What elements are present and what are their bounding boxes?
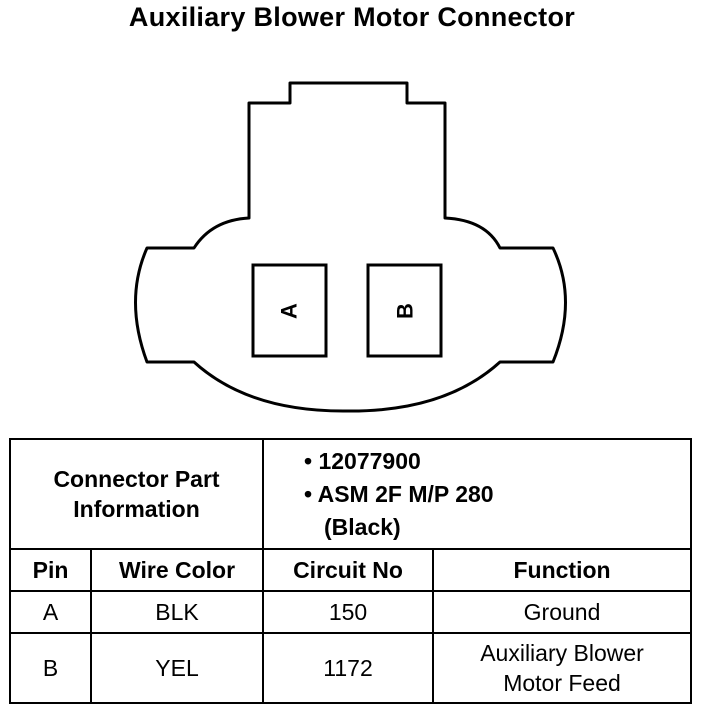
header-circuit-no: Circuit No [262,548,435,592]
connector-outline [134,81,567,413]
connector-face-diagram: A B [134,81,567,413]
header-pin: Pin [9,548,92,592]
cell-wire-color: BLK [89,590,265,634]
part-info-row: Connector Part Information • 12077900 • … [8,438,693,550]
function-line2: Motor Feed [503,670,621,696]
connector-info-table: Connector Part Information • 12077900 • … [8,438,693,704]
pin-a-label: A [277,303,302,319]
pin-a-cavity [251,263,328,358]
part-info-label-cell: Connector Part Information [8,438,265,550]
pin-b-label: B [393,303,418,319]
cell-wire-color: YEL [89,632,265,704]
header-function: Function [432,548,693,592]
part-color: (Black) [324,513,401,540]
part-info-values-cell: • 12077900 • ASM 2F M/P 280 (Black) [262,438,693,550]
cell-function: Ground [432,590,693,634]
diagram-title: Auxiliary Blower Motor Connector [128,2,576,32]
part-number: • 12077900 [304,447,421,474]
cell-pin: B [9,632,92,704]
pin-b-cavity [366,263,443,358]
cell-circuit: 1172 [262,632,435,704]
table-row: A BLK 150 Ground [9,590,693,634]
cell-circuit: 150 [262,590,435,634]
function-line1: Auxiliary Blower [480,640,644,666]
table-header-row: Pin Wire Color Circuit No Function [9,548,693,592]
part-info-label-line2: Information [73,496,200,522]
table-row: B YEL 1172 Auxiliary Blower Motor Feed [9,632,693,704]
header-wire-color: Wire Color [89,548,265,592]
cell-pin: A [9,590,92,634]
part-info-label-line1: Connector Part [53,466,220,492]
cell-function: Auxiliary Blower Motor Feed [432,632,693,704]
part-assembly: • ASM 2F M/P 280 [304,480,494,507]
